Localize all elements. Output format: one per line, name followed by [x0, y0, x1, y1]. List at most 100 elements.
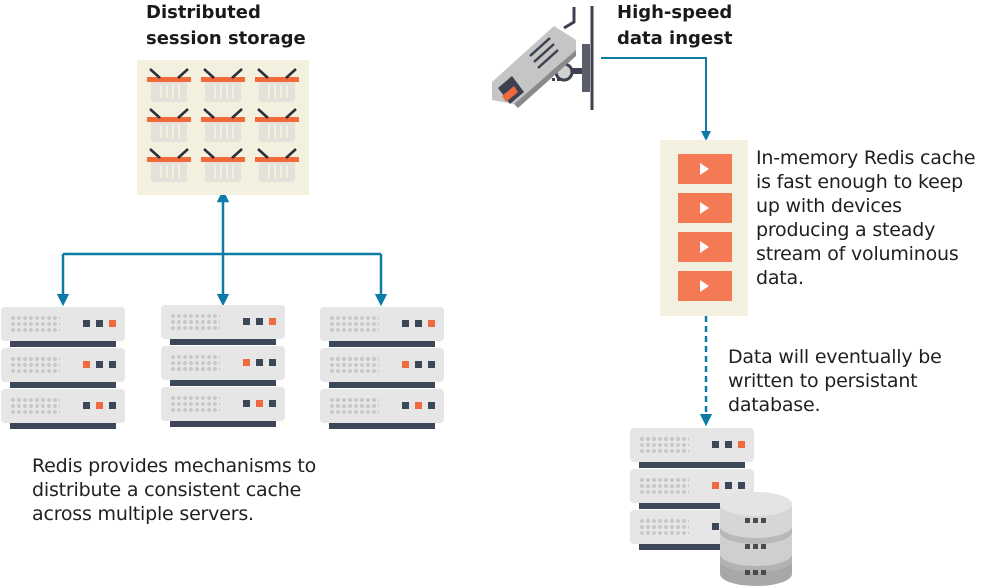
cache-description-line: In-memory Redis cache	[756, 147, 976, 169]
server-2	[161, 305, 285, 428]
status-led	[243, 318, 250, 325]
cache-entry	[678, 154, 732, 184]
vent-grille	[329, 397, 379, 415]
vent-grille	[329, 315, 379, 333]
play-icon	[700, 163, 709, 175]
shopping-basket-icon	[201, 148, 245, 182]
cache-description-line: is fast enough to keep	[756, 171, 963, 193]
play-icon	[700, 202, 709, 214]
persist-description-line: Data will eventually be	[728, 346, 942, 368]
ingest-title-line1: High-speed	[617, 2, 733, 23]
play-icon	[700, 241, 709, 253]
vent-grille	[10, 356, 60, 374]
vent-grille	[639, 436, 689, 454]
server-rail	[10, 423, 116, 429]
storage-title-line1: Distributed	[146, 2, 261, 23]
server-rail	[10, 341, 116, 347]
vent-grille	[639, 518, 689, 536]
persist-description-line: database.	[728, 394, 821, 416]
server-unit	[161, 387, 285, 421]
status-led-active	[415, 402, 422, 409]
vent-grille	[10, 397, 60, 415]
server-3	[320, 307, 444, 430]
vent-grille	[329, 356, 379, 374]
status-led	[83, 320, 90, 327]
shopping-basket-icon	[255, 68, 299, 102]
distributed-cache-description: Redis provides mechanisms to distribute …	[32, 454, 316, 526]
cache-entry	[678, 271, 732, 301]
status-led-active	[738, 441, 745, 448]
play-icon	[700, 280, 709, 292]
server-rail	[329, 382, 435, 388]
storage-title: Distributed session storage	[146, 0, 306, 52]
status-led	[269, 359, 276, 366]
database-icon	[720, 492, 792, 586]
shopping-basket-icon	[201, 108, 245, 142]
server-rail	[639, 503, 745, 509]
status-led	[402, 320, 409, 327]
status-led	[725, 441, 732, 448]
status-led-active	[243, 359, 250, 366]
description-line: Redis provides mechanisms to	[32, 455, 317, 477]
server-unit	[320, 389, 444, 423]
shopping-basket-icon	[147, 148, 191, 182]
status-led	[415, 361, 422, 368]
server-unit	[161, 305, 285, 339]
status-led	[96, 320, 103, 327]
cache-description-line: stream of voluminous	[756, 243, 959, 265]
status-led	[402, 402, 409, 409]
status-led	[738, 482, 745, 489]
description-line: across multiple servers.	[32, 503, 254, 525]
status-led-active	[83, 361, 90, 368]
server-rail	[10, 382, 116, 388]
server-unit	[320, 307, 444, 341]
shopping-basket-icon	[147, 68, 191, 102]
cache-description-line: data.	[756, 267, 804, 289]
description-line: distribute a consistent cache	[32, 479, 302, 501]
server-1	[1, 307, 125, 430]
vent-grille	[10, 315, 60, 333]
ingest-title-line2: data ingest	[617, 28, 733, 49]
vent-grille	[170, 354, 220, 372]
persist-description-line: written to persistant	[728, 370, 918, 392]
status-led	[712, 523, 719, 530]
vent-grille	[170, 395, 220, 413]
status-led	[415, 320, 422, 327]
shopping-basket-icon	[255, 108, 299, 142]
status-led-active	[269, 318, 276, 325]
cache-entry	[678, 193, 732, 223]
vent-grille	[170, 313, 220, 331]
server-rail	[329, 423, 435, 429]
status-led	[428, 402, 435, 409]
status-led	[256, 318, 263, 325]
server-rail	[170, 380, 276, 386]
status-led-active	[428, 320, 435, 327]
status-led-active	[96, 402, 103, 409]
server-unit	[630, 469, 754, 503]
storage-title-line2: session storage	[146, 28, 306, 49]
status-led	[83, 402, 90, 409]
security-camera-icon	[492, 6, 594, 110]
server-unit	[320, 348, 444, 382]
server-unit	[630, 428, 754, 462]
arrow-ingest	[601, 57, 711, 141]
server-rail	[639, 462, 745, 468]
status-led	[96, 361, 103, 368]
status-led	[109, 402, 116, 409]
server-unit	[161, 346, 285, 380]
status-led	[269, 400, 276, 407]
status-led	[725, 482, 732, 489]
cache-description-line: producing a steady	[756, 219, 936, 241]
shopping-basket-icon	[255, 148, 299, 182]
server-rail	[170, 339, 276, 345]
server-unit	[1, 389, 125, 423]
status-led	[243, 400, 250, 407]
status-led	[256, 359, 263, 366]
redis-cache-panel	[660, 140, 748, 316]
server-rail	[170, 421, 276, 427]
status-led	[712, 441, 719, 448]
database-server	[630, 428, 754, 551]
server-unit	[1, 307, 125, 341]
